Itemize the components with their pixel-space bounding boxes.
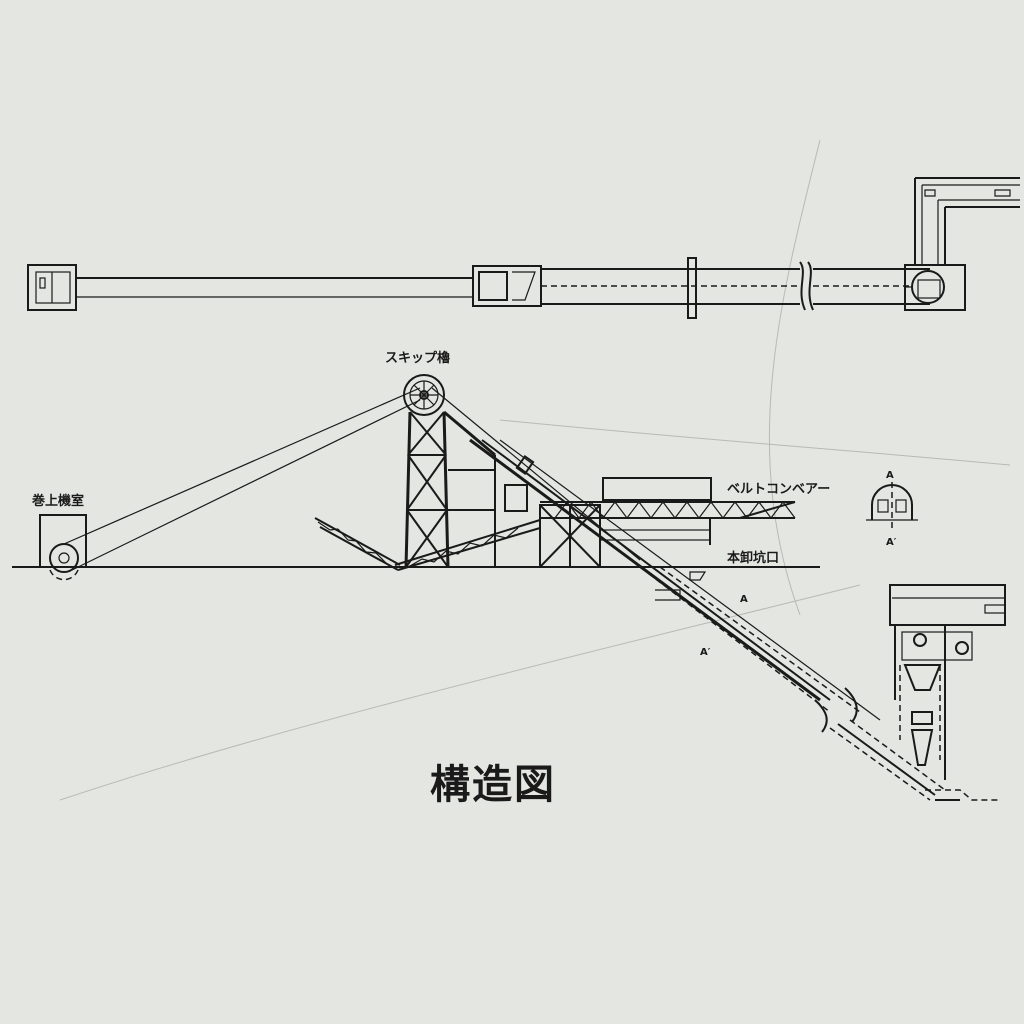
- label-skip-tower: スキップ櫓: [385, 350, 450, 366]
- belt-conveyor: [540, 477, 796, 545]
- elevation-view: [12, 374, 1006, 801]
- hoist-room-building: [39, 514, 87, 581]
- left-conveyor-truss: [314, 517, 541, 571]
- label-hoist-room: 巻上機室: [31, 493, 84, 509]
- surface-scratches: [59, 139, 1011, 801]
- underground-station: [889, 584, 1006, 801]
- plan-side-gallery: [914, 177, 1020, 266]
- diagram-title: 構造図: [430, 761, 556, 808]
- skip-tower: [403, 374, 496, 568]
- plan-hoist-room: [27, 264, 77, 311]
- plan-incline-shaft: [541, 257, 930, 319]
- loading-structure: [504, 455, 601, 568]
- label-section-a-prime-incline: A′: [700, 647, 711, 658]
- plan-cable-line: [76, 277, 473, 298]
- label-section-a-prime-top: A′: [886, 537, 897, 548]
- plan-tower-building: [472, 265, 542, 307]
- label-main-unloading-shaft: 本卸坑口: [727, 550, 779, 566]
- plan-underground-station: [904, 264, 966, 311]
- label-section-a-top: A: [886, 470, 894, 481]
- label-section-a-incline: A: [740, 594, 748, 605]
- label-belt-conveyor: ベルトコンベアー: [727, 482, 830, 497]
- cross-section-a: [866, 482, 918, 530]
- plan-view: [27, 177, 1020, 319]
- skip-incline: [469, 438, 946, 801]
